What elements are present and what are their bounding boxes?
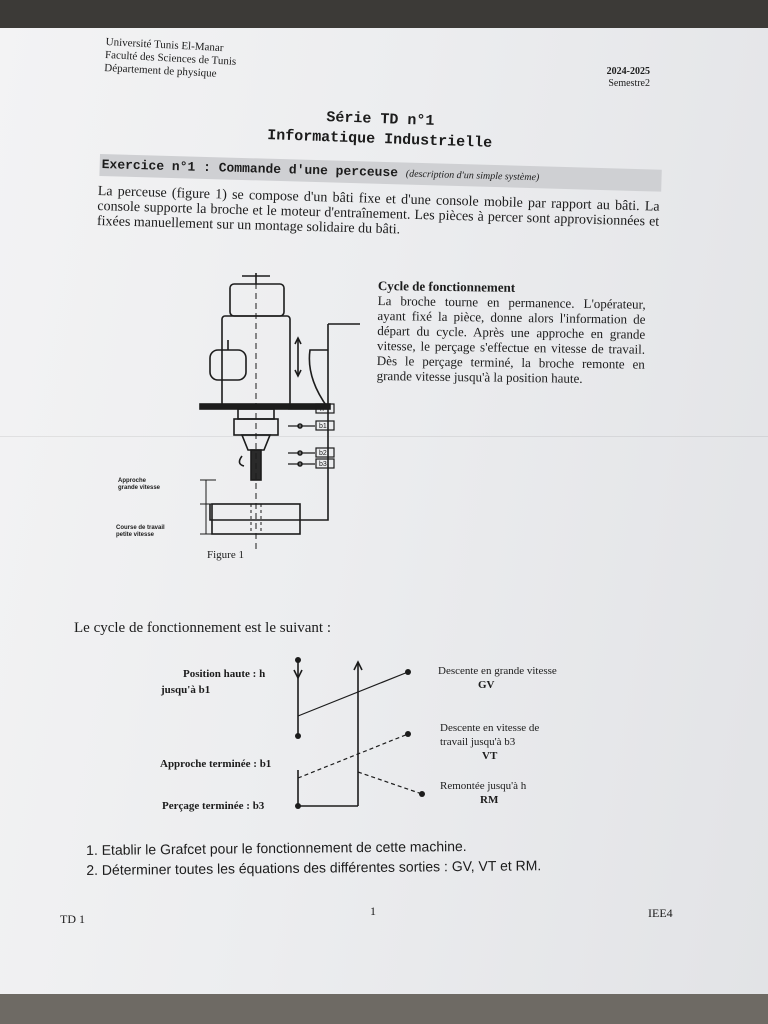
- document-page: Université Tunis El-Manar Faculté des Sc…: [0, 28, 768, 994]
- approach-label: Approche grande vitesse: [118, 478, 160, 492]
- approach-label-line-2: grande vitesse: [118, 485, 161, 491]
- travel-label-line-2: petite vitesse: [116, 532, 155, 538]
- gv-description: Descente en grande vitesse: [438, 665, 557, 677]
- cycle-description: Cycle de fonctionnement La broche tourne…: [377, 278, 646, 387]
- frame: [209, 324, 329, 521]
- exercise-intro: La perceuse (figure 1) se compose d'un b…: [96, 184, 660, 238]
- questions-list: 1. Etablir le Grafcet pour le fonctionne…: [86, 835, 541, 880]
- background-bottom: [0, 990, 768, 1024]
- academic-year-block: 2024-2025 Semestre2: [607, 66, 650, 90]
- approach-label-line-1: Approche: [118, 478, 147, 484]
- counterweight: [209, 349, 247, 381]
- spindle-housing: [221, 315, 291, 407]
- vt-label: VT: [482, 750, 498, 762]
- drill-figure: h b1 b2 b3: [199, 273, 360, 553]
- cycle-lead-text: Le cycle de fonctionnement est le suivan…: [74, 620, 331, 636]
- rm-label: RM: [480, 794, 499, 806]
- figure-caption: Figure 1: [207, 549, 244, 561]
- footer-left: TD 1: [60, 912, 85, 926]
- academic-year: 2024-2025: [606, 66, 650, 77]
- rm-description: Remontée jusqu'à h: [440, 780, 527, 792]
- sensor-b1-label: b1: [319, 423, 327, 430]
- travel-label: Course de travail petite vitesse: [116, 525, 165, 539]
- paper-fold: [0, 436, 768, 437]
- page-number: 1: [370, 904, 376, 918]
- motor-top: [229, 283, 285, 317]
- sensor-b3-label: b3: [319, 461, 327, 468]
- footer-right: IEE4: [648, 906, 673, 920]
- exercise-subheading: (description d'un simple système): [405, 168, 540, 184]
- sensor-h-label: h: [320, 406, 324, 413]
- vt-description-2: travail jusqu'à b3: [440, 736, 516, 748]
- cycle-text: La broche tourne en permanence. L'opérat…: [376, 292, 646, 386]
- cycle-diagram: [293, 657, 425, 809]
- travel-label-line-1: Course de travail: [116, 525, 165, 531]
- institution-block: Université Tunis El-Manar Faculté des Sc…: [104, 36, 237, 82]
- position-haute-label: Position haute : h: [183, 668, 266, 680]
- vt-description-1: Descente en vitesse de: [440, 722, 540, 734]
- background-top: [0, 0, 768, 30]
- semester: Semestre2: [608, 78, 650, 89]
- sensor-b2-label: b2: [319, 450, 327, 457]
- jusqua-b1-label: jusqu'à b1: [161, 684, 211, 696]
- exercise-heading: Exercice n°1 : Commande d'une perceuse: [101, 157, 399, 181]
- approche-terminee-label: Approche terminée : b1: [160, 758, 272, 770]
- gv-label: GV: [478, 679, 495, 691]
- question-2: 2. Déterminer toutes les équations des d…: [86, 857, 542, 878]
- workpiece: [211, 503, 301, 535]
- percage-termine-label: Perçage terminée : b3: [162, 800, 265, 812]
- document-title: Série TD n°1 Informatique Industrielle: [259, 106, 500, 154]
